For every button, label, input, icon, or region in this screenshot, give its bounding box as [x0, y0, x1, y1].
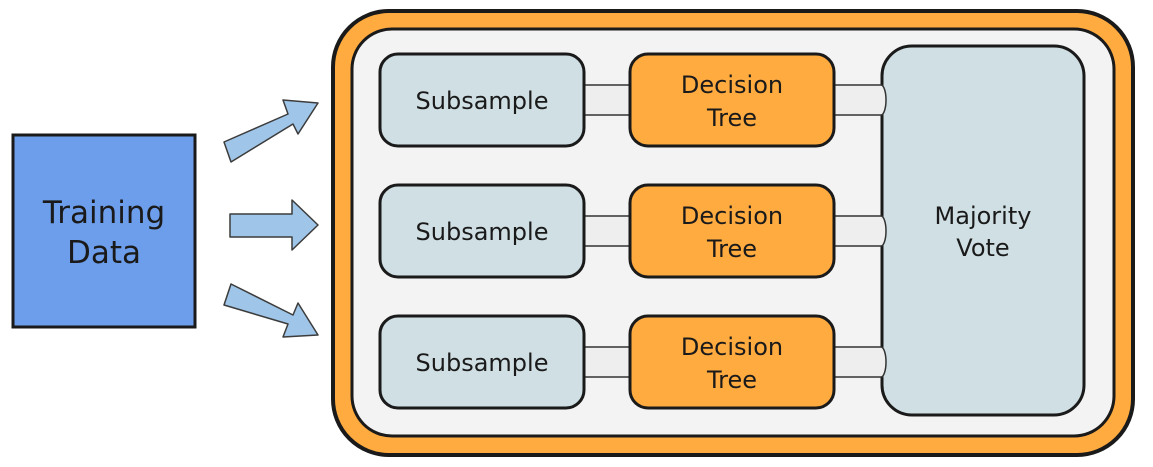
- arrow-right: [229, 199, 319, 251]
- arrow-up-right: [223, 99, 319, 163]
- training-data-label-line2: Data: [67, 235, 141, 271]
- training-data-box: Training Data: [11, 133, 197, 329]
- decision-tree-label-2-line1: Decision: [681, 202, 783, 230]
- decision-tree-label-1-line2: Tree: [706, 104, 757, 132]
- subsample-box-3: [378, 314, 586, 410]
- input-arrows: [223, 99, 319, 338]
- subsample-box-2: [378, 183, 586, 279]
- subsample-label-3: Subsample: [416, 349, 549, 377]
- decision-tree-label-2-line2: Tree: [706, 235, 757, 263]
- subsample-box-1: [378, 52, 586, 148]
- decision-tree-label-3-line1: Decision: [681, 333, 783, 361]
- training-data-label-line1: Training: [42, 195, 165, 231]
- majority-vote-rect: [880, 44, 1086, 417]
- majority-vote-label-line1: Majority: [935, 202, 1032, 230]
- decision-tree-box-2: [628, 183, 836, 279]
- subsample-label-2: Subsample: [416, 218, 549, 246]
- ensemble-row-3: Subsample Decision Tree: [378, 314, 887, 410]
- decision-tree-box-1: [628, 52, 836, 148]
- decision-tree-label-1-line1: Decision: [681, 71, 783, 99]
- decision-tree-label-3-line2: Tree: [706, 366, 757, 394]
- majority-vote-label-line2: Vote: [956, 234, 1009, 262]
- training-data-rect: [11, 133, 197, 329]
- arrow-down-right: [223, 283, 319, 338]
- subsample-label-1: Subsample: [416, 87, 549, 115]
- ensemble-row-1: Subsample Decision Tree: [378, 52, 887, 148]
- ensemble-row-2: Subsample Decision Tree: [378, 183, 887, 279]
- majority-vote-box: Majority Vote: [880, 44, 1086, 417]
- decision-tree-box-3: [628, 314, 836, 410]
